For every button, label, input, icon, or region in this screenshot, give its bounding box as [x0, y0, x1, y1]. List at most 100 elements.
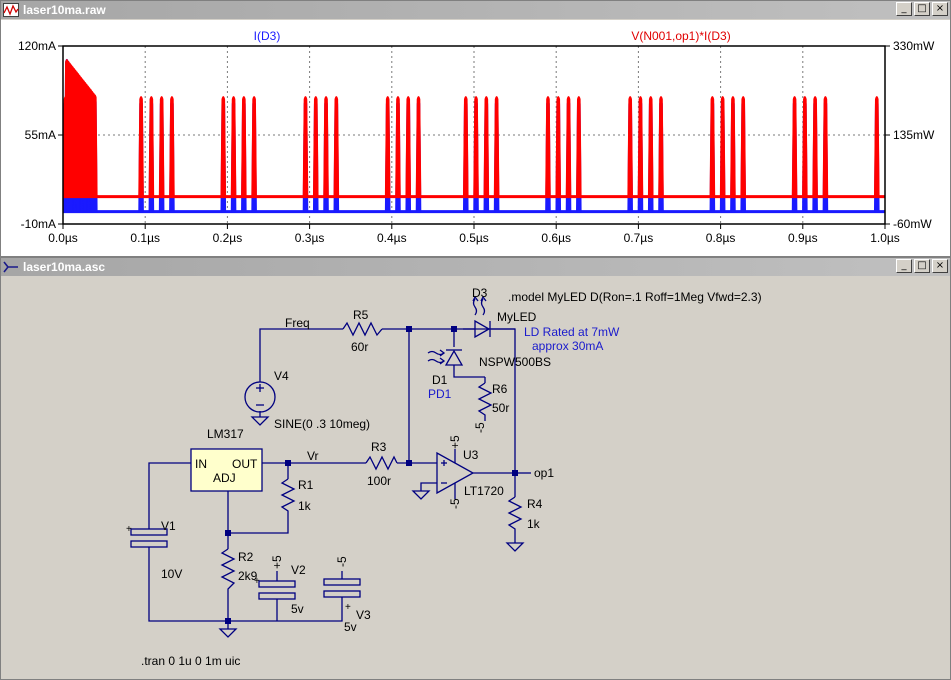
- v4-name: V4: [274, 369, 289, 383]
- resistor-r3[interactable]: [365, 455, 398, 471]
- close-button[interactable]: ×: [932, 259, 948, 273]
- battery-v3[interactable]: [323, 571, 361, 611]
- schematic-title-bar[interactable]: laser10ma.asc _ □ ×: [1, 258, 950, 276]
- schematic-window-title: laser10ma.asc: [23, 260, 106, 274]
- comment-ld-rated[interactable]: LD Rated at 7mW: [524, 325, 620, 339]
- y-tick-label-right: 330mW: [893, 39, 935, 53]
- u3-supply-neg: -5: [448, 498, 462, 509]
- x-tick-label: 0.3µs: [295, 231, 325, 245]
- trace-pulse: [709, 96, 716, 197]
- d1-name: D1: [432, 373, 448, 387]
- lm317-pin-in: IN: [195, 457, 207, 471]
- v1-name: V1: [161, 519, 176, 533]
- junction: [406, 460, 412, 466]
- trace-pulse: [740, 96, 747, 197]
- wire-ground-bus: [148, 559, 343, 622]
- trace-pulse: [658, 96, 664, 197]
- x-tick-label: 0.5µs: [459, 231, 489, 245]
- wire-d3-output: [491, 328, 516, 475]
- resistor-r2[interactable]: [220, 548, 236, 593]
- r5-name: R5: [353, 308, 369, 322]
- trace-pulse: [647, 96, 654, 197]
- tran-directive[interactable]: .tran 0 1u 0 1m uic: [141, 654, 240, 668]
- trace-pulse: [637, 96, 644, 197]
- r6-name: R6: [492, 382, 508, 396]
- minimize-button[interactable]: _: [896, 259, 912, 273]
- resistor-r5[interactable]: [342, 321, 383, 337]
- x-tick-label: 0.4µs: [377, 231, 407, 245]
- trace-v-n001-op1-i-d3-: [62, 59, 885, 199]
- y-tick-label-right: -60mW: [893, 217, 932, 231]
- u3-value: LT1720: [464, 484, 504, 498]
- x-tick-label: 0.9µs: [788, 231, 818, 245]
- maximize-button[interactable]: □: [914, 2, 930, 16]
- wire-freq: [259, 328, 343, 382]
- junction: [451, 326, 457, 332]
- lm317-name: LM317: [207, 427, 244, 441]
- opamp-u3[interactable]: [436, 449, 475, 499]
- diode-d1[interactable]: [427, 349, 464, 366]
- net-label-op1: op1: [534, 466, 554, 480]
- trace-pulse: [241, 96, 247, 197]
- battery-plus-sign: +: [254, 576, 260, 587]
- trace-pulse: [384, 96, 391, 197]
- wire-r1-bottom: [228, 513, 289, 534]
- x-tick-label: 0.0µs: [48, 231, 78, 245]
- trace-pulse: [462, 96, 469, 197]
- d3-name: D3: [472, 286, 488, 300]
- x-tick-label: 0.1µs: [130, 231, 160, 245]
- plot-traces: [62, 58, 885, 214]
- lm317-pin-adj: ADJ: [213, 471, 236, 485]
- ground-symbol: [250, 416, 270, 426]
- x-tick-label: 0.6µs: [541, 231, 571, 245]
- u3-name: U3: [463, 448, 479, 462]
- r1-value: 1k: [298, 499, 312, 513]
- trace-pulse: [395, 96, 401, 197]
- trace-pulse: [169, 96, 175, 197]
- trace-pulse: [545, 96, 551, 197]
- resistor-r6[interactable]: [477, 382, 493, 421]
- trace-pulse: [576, 96, 582, 197]
- net-label-freq: Freq: [285, 316, 310, 330]
- resistor-r1[interactable]: [280, 478, 296, 513]
- v4-value: SINE(0 .3 10meg): [274, 417, 370, 431]
- battery-v2[interactable]: [258, 571, 296, 606]
- trace-pulse: [565, 96, 572, 197]
- trace-label-power[interactable]: V(N001,op1)*I(D3): [631, 29, 730, 43]
- y-tick-label-left: -10mA: [21, 217, 56, 231]
- battery-v1[interactable]: [130, 522, 168, 559]
- d1-part: NSPW500BS: [479, 355, 551, 369]
- trace-pulse: [92, 94, 98, 197]
- junction: [225, 530, 231, 536]
- ground-symbol: [411, 490, 431, 500]
- v1-value: 10V: [161, 567, 182, 581]
- waveform-title-bar[interactable]: laser10ma.raw _ □ ×: [1, 1, 950, 19]
- net-label-vr: Vr: [307, 449, 319, 463]
- trace-pulse: [415, 96, 422, 197]
- schematic-canvas[interactable]: .model MyLED D(Ron=.1 Roff=1Meg Vfwd=2.3…: [1, 277, 950, 679]
- maximize-button[interactable]: □: [914, 259, 930, 273]
- resistor-r4[interactable]: [507, 496, 523, 533]
- comment-approx[interactable]: approx 30mA: [532, 339, 603, 353]
- close-button[interactable]: ×: [932, 2, 948, 16]
- lm317-body[interactable]: [190, 448, 263, 492]
- r4-name: R4: [527, 497, 543, 511]
- source-v4[interactable]: [244, 381, 276, 413]
- diode-d3[interactable]: [463, 295, 491, 339]
- schematic-app-icon: [3, 261, 18, 273]
- model-directive[interactable]: .model MyLED D(Ron=.1 Roff=1Meg Vfwd=2.3…: [508, 290, 762, 304]
- u3-supply-pos: +5: [448, 435, 462, 449]
- r4-value: 1k: [527, 517, 541, 531]
- trace-pulse: [791, 96, 798, 197]
- trace-pulse: [730, 96, 736, 197]
- trace-label-i-d3[interactable]: I(D3): [254, 29, 281, 43]
- lm317-pin-out: OUT: [232, 457, 258, 471]
- y-tick-label-left: 55mA: [25, 128, 56, 142]
- d3-value: MyLED: [497, 310, 537, 324]
- waveform-window: laser10ma.raw _ □ × I(D3) V(N001,op1)*I(…: [0, 0, 951, 257]
- trace-pulse: [312, 96, 319, 197]
- minimize-button[interactable]: _: [896, 2, 912, 16]
- wire-v1-top: [148, 462, 191, 522]
